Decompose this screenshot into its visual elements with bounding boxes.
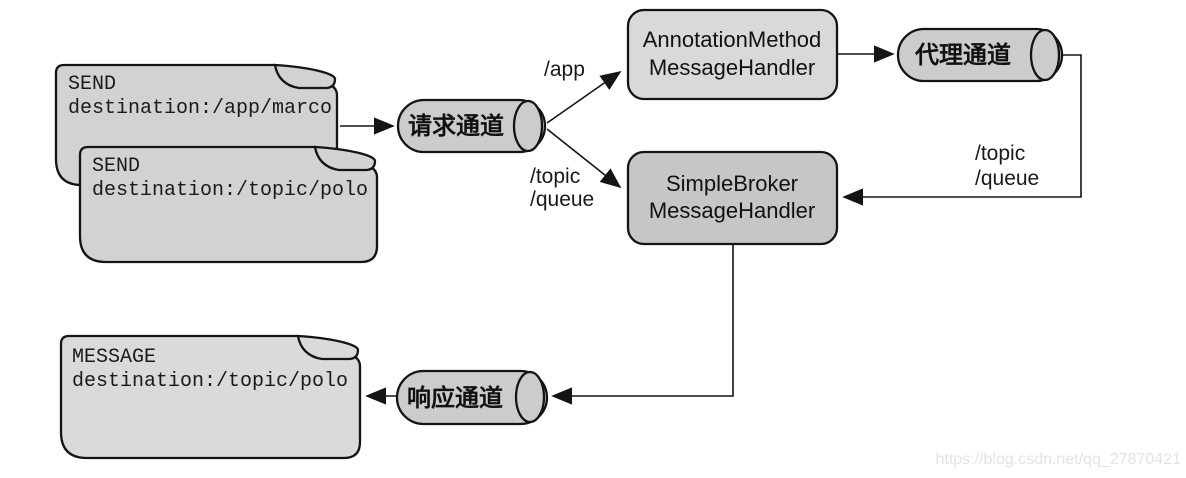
edge-simple-broker-to-response-channel (551, 245, 734, 405)
edge-label-request-queue: /queue (530, 188, 594, 211)
note-frame-command: SEND (92, 155, 140, 178)
edge-label-request-topic: /topic (530, 165, 580, 188)
broker-channel: 代理通道 (896, 27, 1064, 83)
annotation-method-message-handler: AnnotationMethod MessageHandler (626, 8, 839, 101)
note-destination: destination:/app/marco (68, 97, 332, 120)
edge-request-channel-to-simple-broker (546, 128, 622, 189)
note-frame-command: SEND (68, 73, 116, 96)
response-channel: 响应通道 (395, 369, 549, 426)
edge-label-broker-queue: /queue (975, 167, 1039, 190)
note-frame-command: MESSAGE (72, 346, 156, 369)
edge-label-app: /app (544, 58, 585, 81)
folded-corner-icon (296, 334, 360, 361)
channel-label: 请求通道 (408, 112, 504, 140)
note-destination: destination:/topic/polo (92, 179, 368, 202)
watermark-text: https://blog.csdn.net/qq_27870421 (935, 451, 1181, 468)
note-destination: destination:/topic/polo (72, 370, 348, 393)
handler-name-line2: MessageHandler (649, 198, 815, 223)
message-polo-note: MESSAGE destination:/topic/polo (59, 334, 362, 460)
edge-label-broker-topic: /topic (975, 142, 1025, 165)
edge-broker-channel-to-simple-broker (842, 54, 1082, 206)
cylinder-body (395, 369, 549, 426)
handler-box (626, 150, 839, 246)
handler-name-line1: AnnotationMethod (643, 27, 822, 52)
channel-label: 响应通道 (407, 384, 503, 412)
cylinder-end-cap (512, 99, 544, 153)
note-body (59, 334, 362, 460)
send-polo-note: SEND destination:/topic/polo (78, 145, 379, 264)
request-channel: 请求通道 (396, 98, 547, 154)
note-body (78, 145, 379, 264)
cylinder-end-cap (514, 370, 546, 424)
channel-label: 代理通道 (914, 41, 1011, 69)
cylinder-body (396, 98, 547, 154)
simple-broker-message-handler: SimpleBroker MessageHandler (626, 150, 839, 246)
handler-name-line2: MessageHandler (649, 55, 815, 80)
handler-box (626, 8, 839, 101)
folded-corner-icon (313, 145, 377, 172)
handler-name-line1: SimpleBroker (666, 171, 798, 196)
folded-corner-icon (273, 63, 337, 90)
edge-request-channel-to-annotation-handler (546, 71, 622, 124)
cylinder-end-cap (1029, 28, 1061, 82)
